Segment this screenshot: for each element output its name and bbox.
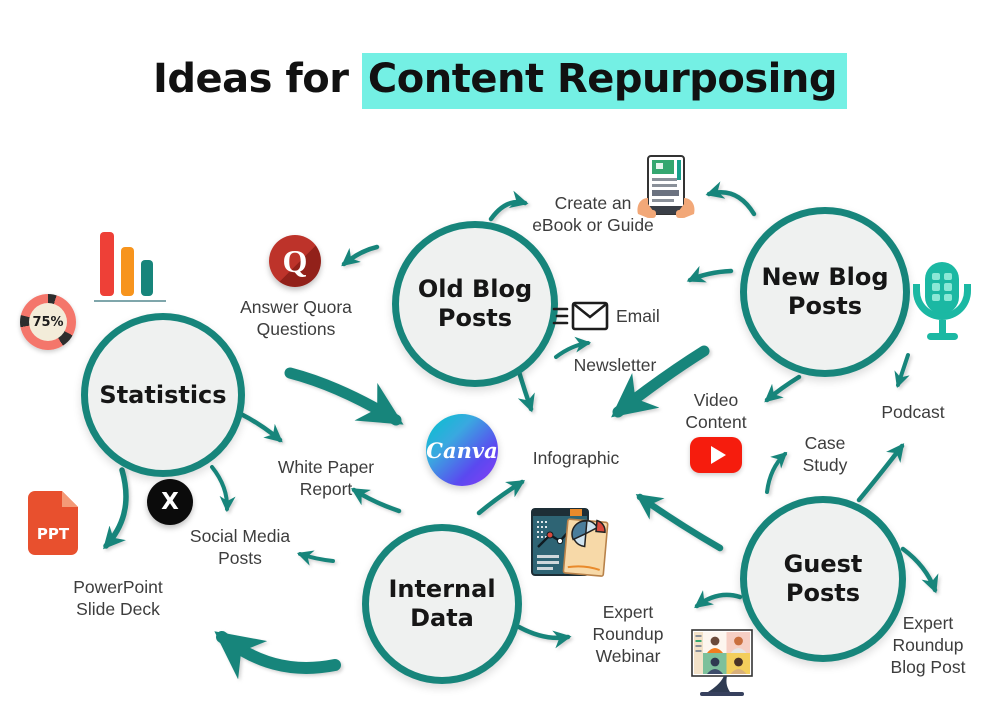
arrow-internal-to-social [296, 550, 335, 566]
node-guest-posts-label: Guest Posts [783, 550, 863, 607]
canva-glyph: Canva [426, 437, 498, 463]
label-email-newsletter: Email Newsletter [552, 278, 678, 398]
quora-glyph: Q [282, 242, 308, 279]
title-prefix: Ideas for [152, 56, 349, 102]
bar-chart-icon [94, 226, 166, 302]
arrow-internal-to-whitepaper [350, 487, 402, 514]
arrow-statistics-to-whitepaper [236, 410, 283, 443]
arrow-newblog-to-video [764, 374, 802, 403]
data-report-icon [531, 508, 609, 577]
label-expert-webinar: Expert Roundup Webinar [592, 602, 664, 667]
arrow-statistics-to-infographic-big [284, 367, 404, 426]
node-statistics: Statistics [81, 313, 245, 477]
ppt-glyph: PPT [36, 525, 70, 543]
node-internal-data: Internal Data [362, 524, 522, 684]
arrow-internal-to-webinar [516, 624, 572, 649]
arrow-internal-to-infographic [476, 479, 526, 516]
arrow-newblog-to-ebook [705, 181, 757, 217]
label-case-study: Case Study [802, 433, 848, 476]
arrow-guest-to-casestudy [765, 451, 788, 494]
arrow-guest-to-infographic [635, 493, 724, 552]
youtube-icon [690, 437, 742, 473]
x-social-icon: X [147, 479, 193, 525]
ebook-icon [637, 155, 695, 218]
arrow-statistics-to-ppt [103, 467, 129, 550]
arrow-guest-to-blogpost [900, 546, 939, 594]
title-highlight: Content Repurposing [361, 53, 847, 109]
node-old-blog-posts-label: Old Blog Posts [417, 275, 533, 332]
label-powerpoint: PowerPoint Slide Deck [73, 577, 163, 620]
label-video-content: Video Content [685, 390, 747, 433]
label-podcast: Podcast [881, 402, 945, 422]
arrow-oldblog-to-ebook [488, 190, 529, 222]
donut-75-icon: 75% [20, 294, 76, 350]
arrow-oldblog-right-small [554, 336, 592, 359]
arrow-internal-to-ppt-big [214, 631, 341, 680]
label-white-paper: White Paper Report [277, 457, 375, 500]
label-create-ebook: Create an eBook or Guide [532, 193, 654, 236]
label-expert-blogpost: Expert Roundup Blog Post [890, 613, 966, 678]
label-social-media: Social Media Posts [189, 526, 291, 569]
arrow-newblog-to-podcast [894, 353, 910, 389]
node-new-blog-posts-label: New Blog Posts [761, 263, 889, 320]
canva-logo: Canva [426, 414, 498, 486]
node-statistics-label: Statistics [99, 380, 227, 409]
node-internal-data-label: Internal Data [388, 575, 496, 632]
arrow-guest-to-webinar [694, 590, 743, 609]
email-icon [552, 301, 609, 331]
page-title: Ideas for Content Repurposing [0, 53, 1000, 109]
quora-icon: Q [269, 235, 321, 287]
node-guest-posts: Guest Posts [740, 496, 906, 662]
donut-value: 75% [32, 314, 64, 330]
arrow-guest-to-podcast [856, 443, 905, 503]
label-infographic: Infographic [532, 448, 620, 468]
x-glyph: X [161, 489, 179, 515]
arrow-newblog-to-email [686, 265, 734, 283]
label-answer-quora: Answer Quora Questions [240, 297, 352, 340]
node-new-blog-posts: New Blog Posts [740, 207, 910, 377]
ppt-fold [62, 491, 78, 507]
arrow-oldblog-to-quora [341, 244, 380, 267]
webinar-icon [691, 629, 753, 696]
node-old-blog-posts: Old Blog Posts [392, 221, 558, 387]
label-email: Email [616, 306, 660, 327]
arrow-newblog-to-infographic-big [611, 345, 710, 418]
label-newsletter: Newsletter [573, 355, 657, 376]
arrow-statistics-to-social [210, 465, 236, 513]
microphone-icon [911, 262, 973, 348]
